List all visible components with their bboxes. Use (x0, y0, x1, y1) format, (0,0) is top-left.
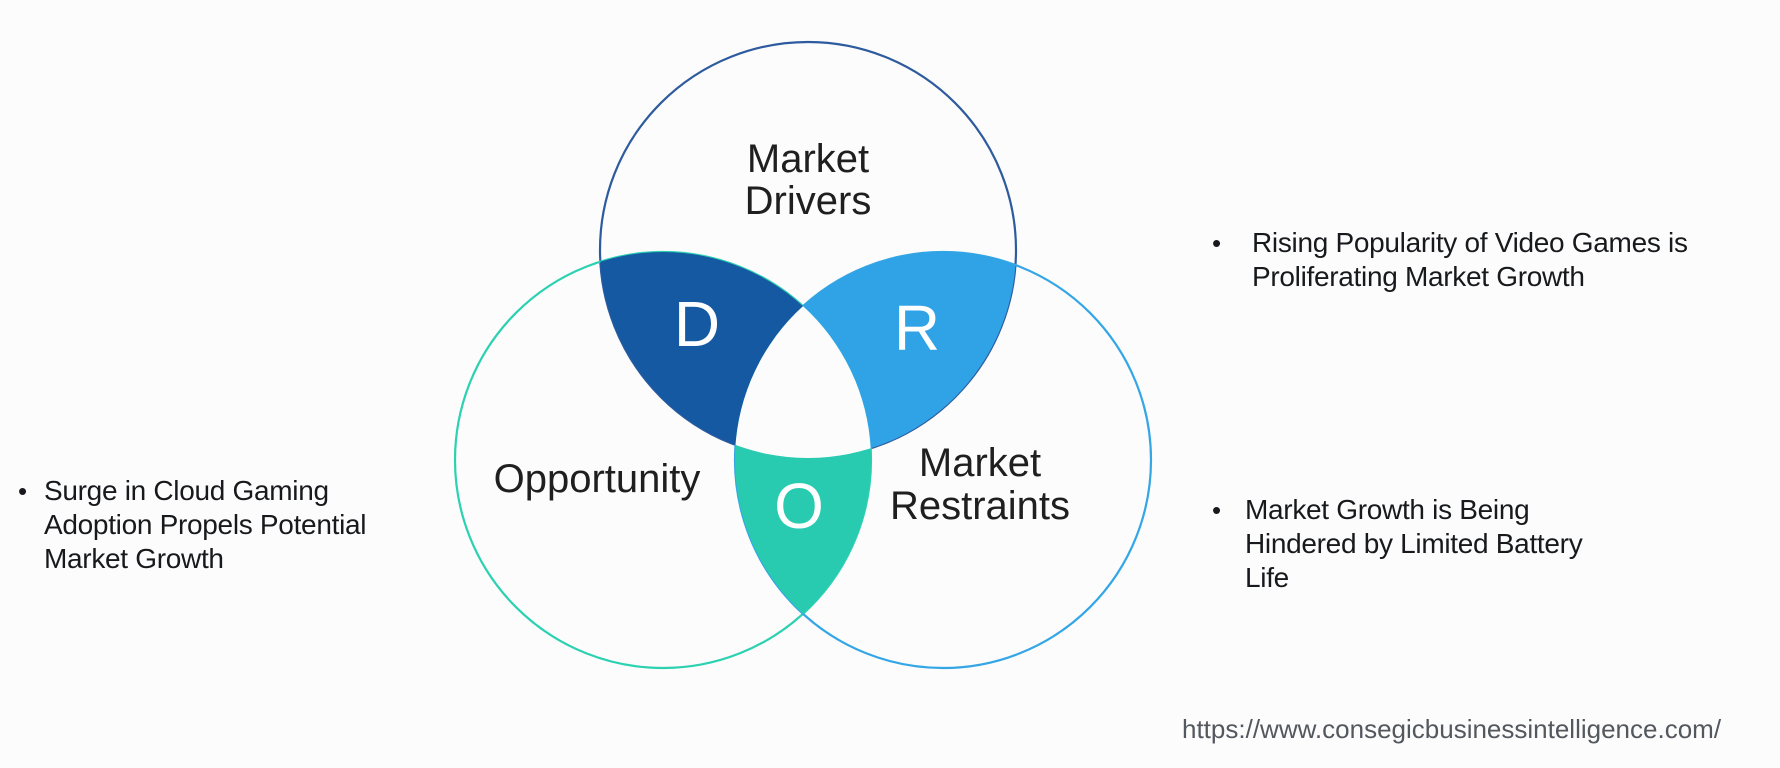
bullet-icon: • (18, 476, 27, 506)
source-url: https://www.consegicbusinessintelligence… (1182, 714, 1722, 744)
restraints-annotation: • Market Growth is Being Hindered by Lim… (1212, 493, 1583, 595)
center-overlap-region (735, 252, 871, 458)
annotation-line: Surge in Cloud Gaming (44, 475, 329, 506)
bullet-icon: • (1212, 228, 1221, 258)
restraints-annotation-text: Market Growth is Being Hindered by Limit… (1245, 493, 1583, 595)
annotation-line: Market Growth is Being (1245, 494, 1530, 525)
annotation-line: Adoption Propels Potential (44, 509, 367, 540)
drivers-annotation-text: Rising Popularity of Video Games is Prol… (1252, 226, 1688, 294)
annotation-line: Hindered by Limited Battery (1245, 528, 1583, 559)
annotation-line: Proliferating Market Growth (1252, 261, 1585, 292)
drivers-letter: D (674, 288, 720, 360)
annotation-line: Rising Popularity of Video Games is (1252, 227, 1688, 258)
drivers-annotation: • Rising Popularity of Video Games is Pr… (1212, 226, 1688, 294)
opportunity-label: Opportunity (494, 457, 701, 501)
opportunity-annotation: • Surge in Cloud Gaming Adoption Propels… (18, 474, 367, 576)
drivers-label-line1: Market (747, 137, 869, 181)
restraints-label-line2: Restraints (890, 484, 1070, 528)
annotation-line: Market Growth (44, 543, 224, 574)
drivers-label-line2: Drivers (745, 179, 872, 223)
opportunity-annotation-text: Surge in Cloud Gaming Adoption Propels P… (44, 474, 367, 576)
restraints-label-line1: Market (919, 441, 1041, 485)
opportunity-letter: O (774, 470, 824, 542)
annotation-line: Life (1245, 562, 1289, 593)
bullet-icon: • (1212, 495, 1221, 525)
restraints-letter: R (894, 292, 940, 364)
